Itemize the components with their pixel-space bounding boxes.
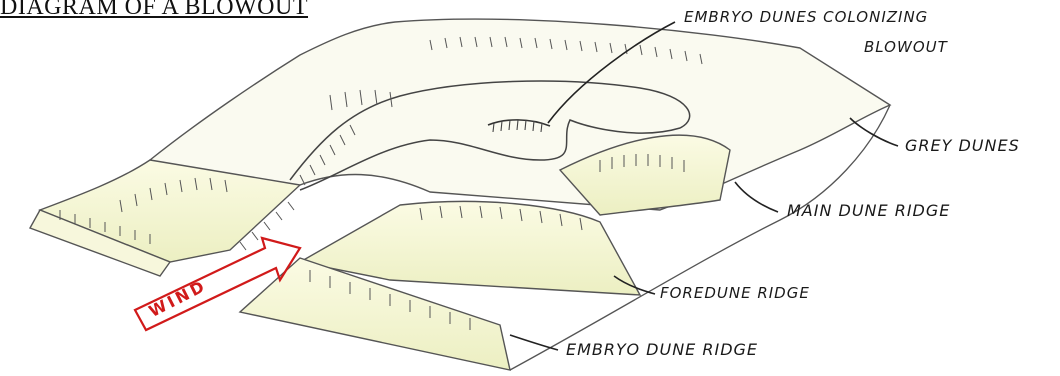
leader-embryo-dune-ridge [510, 335, 558, 350]
label-grey-dunes: GREY DUNES [905, 136, 1020, 155]
label-foredune-ridge: FOREDUNE RIDGE [660, 284, 810, 302]
leader-main-dune-ridge [735, 182, 778, 212]
leader-grey-dunes [850, 118, 898, 146]
label-embryo-dune-ridge: EMBRYO DUNE RIDGE [566, 340, 758, 359]
label-main-dune-ridge: MAIN DUNE RIDGE [787, 201, 950, 220]
label-blowout: BLOWOUT [864, 38, 948, 56]
label-embryo-dunes-colonizing: EMBRYO DUNES COLONIZING [684, 8, 928, 26]
